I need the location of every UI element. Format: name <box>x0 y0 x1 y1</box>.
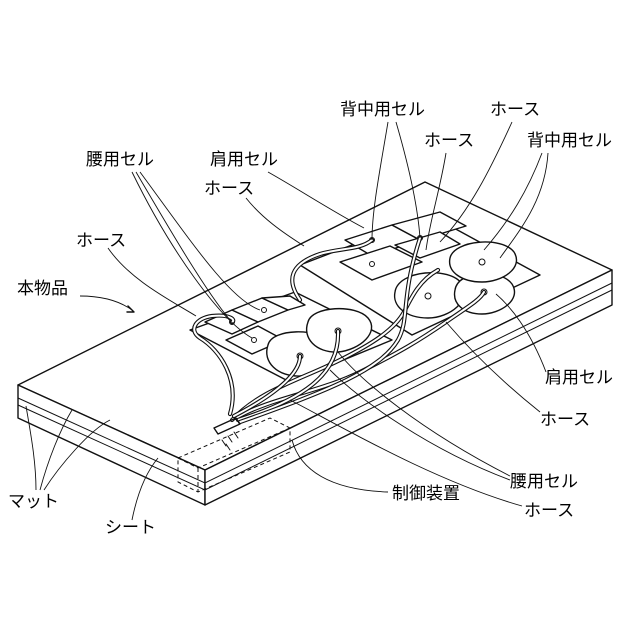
label-hose-right: ホース <box>540 412 590 429</box>
label-shoulder-cell-right: 肩用セル <box>545 370 613 387</box>
label-sheet: シート <box>105 520 156 537</box>
label-shoulder-cell-top: 肩用セル <box>210 152 278 169</box>
label-control-device: 制御装置 <box>392 486 460 503</box>
label-hose-upper-left: ホース <box>204 181 254 198</box>
label-hose-bottom: ホース <box>524 503 574 520</box>
label-mat: マット <box>8 494 59 511</box>
label-waist-cell-left: 腰用セル <box>86 152 154 169</box>
label-hose-left: ホース <box>76 233 126 250</box>
label-back-cell-right: 背中用セル <box>527 133 612 150</box>
label-back-cell-top: 背中用セル <box>340 102 425 119</box>
label-hose-top-right: ホース <box>490 102 540 119</box>
label-product: 本物品 <box>17 281 68 298</box>
label-waist-cell-bottom: 腰用セル <box>510 474 578 491</box>
label-hose-mid-top: ホース <box>424 133 474 150</box>
